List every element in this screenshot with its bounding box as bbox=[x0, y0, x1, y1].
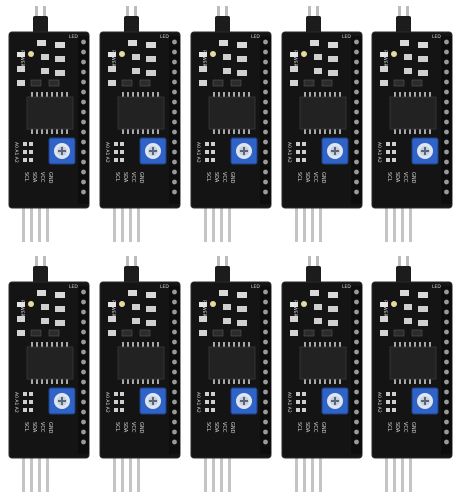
pin-label-scl: SCL bbox=[296, 422, 302, 432]
silk-address: A0 A1 A2 bbox=[286, 392, 292, 413]
silk-led: LED bbox=[342, 34, 351, 40]
pin-label-scl: SCL bbox=[386, 172, 392, 182]
board-r1-c1: POWER LED A0 A1 A2 GND VCC SDA SCL bbox=[8, 5, 90, 243]
silk-led: LED bbox=[251, 34, 260, 40]
silk-led: LED bbox=[432, 34, 441, 40]
pin-label-vcc: VCC bbox=[221, 172, 227, 183]
silk-address: A0 A1 A2 bbox=[286, 142, 292, 163]
board-r2-c3: POWER LED A0 A1 A2 GND VCC SDA SCL bbox=[190, 255, 272, 493]
silk-led: LED bbox=[160, 34, 169, 40]
pin-label-scl: SCL bbox=[296, 172, 302, 182]
pin-label-gnd: GND bbox=[410, 172, 416, 184]
silk-address: A0 A1 A2 bbox=[195, 142, 201, 163]
pin-label-gnd: GND bbox=[410, 422, 416, 434]
silk-led: LED bbox=[69, 34, 78, 40]
pin-label-sda: SDA bbox=[122, 422, 128, 433]
pin-label-sda: SDA bbox=[31, 172, 37, 183]
pin-label-scl: SCL bbox=[23, 422, 29, 432]
pin-label-scl: SCL bbox=[23, 172, 29, 182]
silk-power: POWER bbox=[201, 300, 207, 317]
silk-power: POWER bbox=[110, 50, 116, 67]
silk-address: A0 A1 A2 bbox=[13, 392, 19, 413]
silk-power: POWER bbox=[292, 300, 298, 317]
pin-label-vcc: VCC bbox=[402, 172, 408, 183]
pin-label-vcc: VCC bbox=[312, 422, 318, 433]
silk-power: POWER bbox=[292, 50, 298, 67]
pin-label-sda: SDA bbox=[213, 172, 219, 183]
pin-label-vcc: VCC bbox=[39, 422, 45, 433]
pin-label-gnd: GND bbox=[229, 172, 235, 184]
silk-led: LED bbox=[342, 284, 351, 290]
silk-led: LED bbox=[160, 284, 169, 290]
pin-label-vcc: VCC bbox=[39, 172, 45, 183]
silk-address: A0 A1 A2 bbox=[195, 392, 201, 413]
silk-led: LED bbox=[69, 284, 78, 290]
pin-label-gnd: GND bbox=[229, 422, 235, 434]
pin-label-vcc: VCC bbox=[312, 172, 318, 183]
silk-address: A0 A1 A2 bbox=[104, 142, 110, 163]
silk-power: POWER bbox=[382, 300, 388, 317]
pin-label-sda: SDA bbox=[394, 422, 400, 433]
pin-label-scl: SCL bbox=[114, 422, 120, 432]
silk-power: POWER bbox=[19, 50, 25, 67]
pin-label-gnd: GND bbox=[320, 422, 326, 434]
silk-power: POWER bbox=[19, 300, 25, 317]
pin-label-gnd: GND bbox=[138, 172, 144, 184]
pin-label-scl: SCL bbox=[205, 172, 211, 182]
silk-power: POWER bbox=[110, 300, 116, 317]
board-r2-c4: POWER LED A0 A1 A2 GND VCC SDA SCL bbox=[281, 255, 363, 493]
pin-label-scl: SCL bbox=[114, 172, 120, 182]
pin-label-gnd: GND bbox=[47, 422, 53, 434]
board-r1-c4: POWER LED A0 A1 A2 GND VCC SDA SCL bbox=[281, 5, 363, 243]
pin-label-vcc: VCC bbox=[130, 422, 136, 433]
pin-label-gnd: GND bbox=[138, 422, 144, 434]
silk-power: POWER bbox=[201, 50, 207, 67]
pin-label-scl: SCL bbox=[386, 422, 392, 432]
pin-label-sda: SDA bbox=[394, 172, 400, 183]
board-r1-c2: POWER LED A0 A1 A2 GND VCC SDA SCL bbox=[99, 5, 181, 243]
pin-label-sda: SDA bbox=[122, 172, 128, 183]
board-r2-c1: POWER LED A0 A1 A2 GND VCC SDA SCL bbox=[8, 255, 90, 493]
board-r1-c5: POWER LED A0 A1 A2 GND VCC SDA SCL bbox=[371, 5, 453, 243]
pin-label-sda: SDA bbox=[31, 422, 37, 433]
pin-label-sda: SDA bbox=[213, 422, 219, 433]
board-r2-c2: POWER LED A0 A1 A2 GND VCC SDA SCL bbox=[99, 255, 181, 493]
silk-led: LED bbox=[432, 284, 441, 290]
pin-label-scl: SCL bbox=[205, 422, 211, 432]
board-r1-c3: POWER LED A0 A1 A2 GND VCC SDA SCL bbox=[190, 5, 272, 243]
pin-label-sda: SDA bbox=[304, 172, 310, 183]
pin-label-sda: SDA bbox=[304, 422, 310, 433]
pin-label-gnd: GND bbox=[47, 172, 53, 184]
pin-label-vcc: VCC bbox=[221, 422, 227, 433]
silk-address: A0 A1 A2 bbox=[376, 142, 382, 163]
pin-label-vcc: VCC bbox=[402, 422, 408, 433]
silk-power: POWER bbox=[382, 50, 388, 67]
silk-address: A0 A1 A2 bbox=[104, 392, 110, 413]
board-r2-c5: POWER LED A0 A1 A2 GND VCC SDA SCL bbox=[371, 255, 453, 493]
pin-label-gnd: GND bbox=[320, 172, 326, 184]
silk-address: A0 A1 A2 bbox=[376, 392, 382, 413]
silk-led: LED bbox=[251, 284, 260, 290]
silk-address: A0 A1 A2 bbox=[13, 142, 19, 163]
pin-label-vcc: VCC bbox=[130, 172, 136, 183]
